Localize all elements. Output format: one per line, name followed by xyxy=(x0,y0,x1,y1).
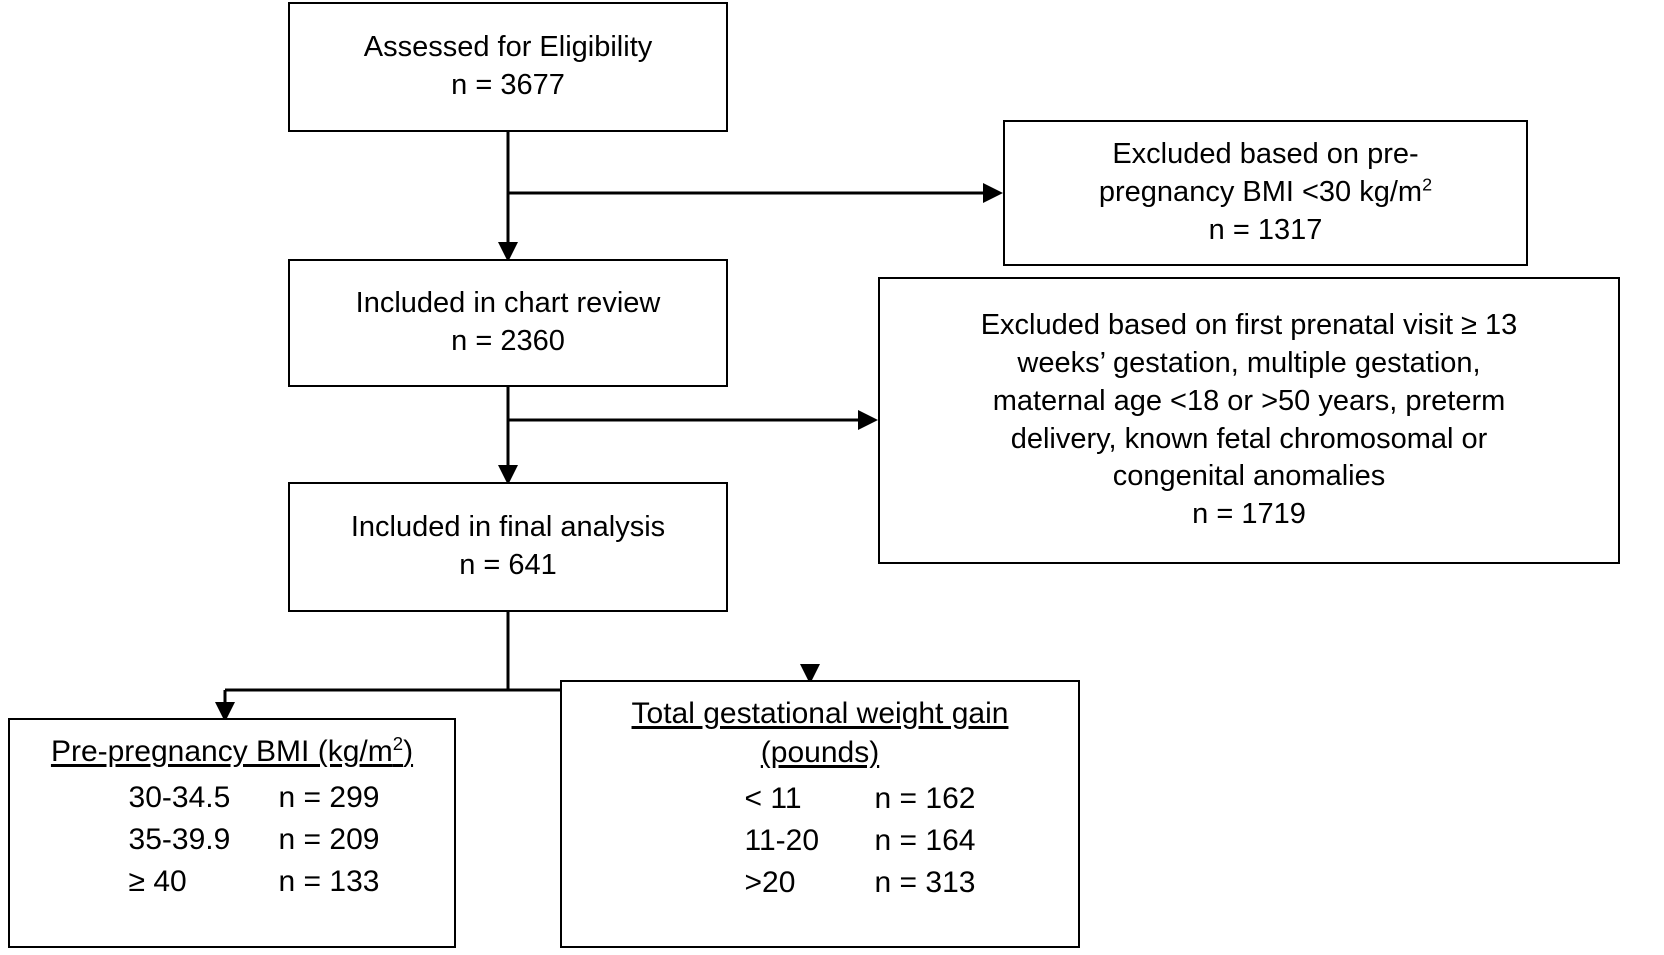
node-excluded-bmi-line2-text: pregnancy BMI <30 kg/m xyxy=(1098,176,1423,209)
node-included-in-final-analysis: Included in final analysis n = 641 xyxy=(288,482,728,612)
bmi-groups-title: Pre-pregnancy BMI (kg/m2) xyxy=(51,732,413,771)
node-assessed-label: Assessed for Eligibility xyxy=(363,31,653,64)
node-gestational-weight-gain-groups: Total gestational weight gain (pounds) <… xyxy=(560,680,1080,948)
node-final-analysis-label: Included in final analysis xyxy=(350,511,666,544)
node-excluded-bmi-line2: pregnancy BMI <30 kg/m2 xyxy=(1099,174,1432,212)
node-excluded-criteria-line3: maternal age <18 or >50 years, preterm xyxy=(992,384,1506,417)
node-bmi-groups: Pre-pregnancy BMI (kg/m2) 30-34.5 n = 29… xyxy=(8,718,456,948)
node-excluded-criteria-line1: Excluded based on first prenatal visit ≥… xyxy=(980,309,1518,342)
node-chart-review-label: Included in chart review xyxy=(355,287,661,320)
gwg-group-count: n = 313 xyxy=(874,866,976,899)
arrowhead-excluded-criteria xyxy=(858,410,878,430)
bmi-groups-rows: 30-34.5 n = 299 35-39.9 n = 209 ≥ 40 n =… xyxy=(85,777,380,903)
bmi-group-count: n = 209 xyxy=(278,823,380,856)
gwg-groups-title-line2: (pounds) xyxy=(760,736,880,769)
node-excluded-bmi-superscript: 2 xyxy=(1422,174,1433,195)
node-excluded-criteria-line2: weeks’ gestation, multiple gestation, xyxy=(1017,347,1481,380)
gwg-groups-title-line1: Total gestational weight gain xyxy=(631,697,1009,730)
node-excluded-criteria-line4: delivery, known fetal chromosomal or xyxy=(1010,422,1488,455)
bmi-group-label: ≥ 40 xyxy=(128,865,187,898)
node-excluded-prepregnancy-bmi: Excluded based on pre- pregnancy BMI <30… xyxy=(1003,120,1528,266)
gwg-group-row: 11-20 n = 164 xyxy=(745,820,976,862)
gwg-group-count: n = 164 xyxy=(874,824,976,857)
gwg-group-label: 11-20 xyxy=(744,824,820,857)
node-excluded-bmi-count: n = 1317 xyxy=(1208,213,1323,246)
bmi-group-row: 30-34.5 n = 299 xyxy=(129,777,380,819)
node-excluded-criteria-count: n = 1719 xyxy=(1192,497,1306,530)
node-included-in-chart-review: Included in chart review n = 2360 xyxy=(288,259,728,387)
bmi-group-label: 30-34.5 xyxy=(128,781,231,814)
bmi-group-count: n = 133 xyxy=(278,865,380,898)
bmi-group-count: n = 299 xyxy=(278,781,380,814)
node-final-analysis-count: n = 641 xyxy=(459,549,557,581)
gwg-group-label: >20 xyxy=(744,866,796,899)
gwg-group-count: n = 162 xyxy=(874,782,976,815)
node-assessed-count: n = 3677 xyxy=(451,69,565,101)
bmi-groups-title-suffix: ) xyxy=(403,735,414,768)
node-chart-review-count: n = 2360 xyxy=(451,325,565,357)
arrowhead-excluded-bmi xyxy=(983,183,1003,203)
gwg-group-row: >20 n = 313 xyxy=(745,862,976,904)
node-excluded-criteria: Excluded based on first prenatal visit ≥… xyxy=(878,277,1620,564)
bmi-group-row: 35-39.9 n = 209 xyxy=(129,819,380,861)
bmi-groups-title-text: Pre-pregnancy BMI (kg/m xyxy=(50,735,393,768)
node-excluded-criteria-line5: congenital anomalies xyxy=(1112,460,1386,493)
gwg-groups-rows: < 11 n = 162 11-20 n = 164 >20 n = 313 xyxy=(665,778,976,904)
gwg-group-label: < 11 xyxy=(744,782,802,815)
bmi-group-label: 35-39.9 xyxy=(128,823,231,856)
bmi-groups-title-superscript: 2 xyxy=(392,733,404,754)
bmi-group-row: ≥ 40 n = 133 xyxy=(129,861,380,903)
node-excluded-bmi-line1: Excluded based on pre- xyxy=(1112,138,1419,171)
node-assessed-for-eligibility: Assessed for Eligibility n = 3677 xyxy=(288,2,728,132)
gwg-group-row: < 11 n = 162 xyxy=(745,778,976,820)
